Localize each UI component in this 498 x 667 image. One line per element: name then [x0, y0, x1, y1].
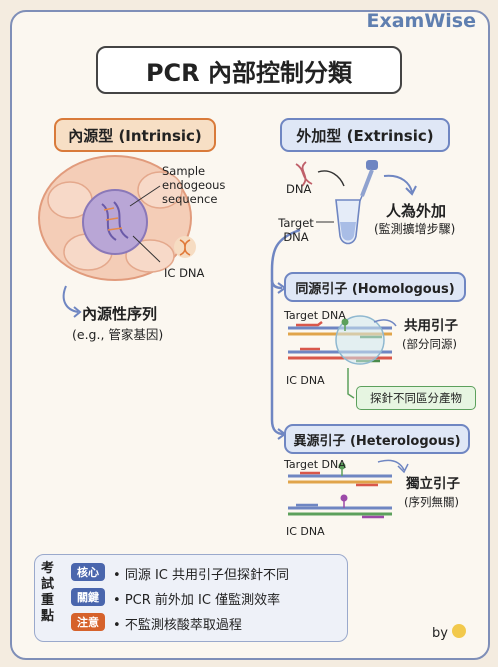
- independent-primer-sub: (序列無關): [404, 495, 459, 509]
- added-title: 人為外加: [386, 202, 447, 220]
- cell-illustration: [38, 155, 192, 281]
- intrinsic-result-title: 內源性序列: [82, 305, 158, 323]
- key-tag-critical: 關鍵: [71, 588, 105, 606]
- extrinsic-label: 外加型 (Extrinsic): [280, 118, 450, 152]
- independent-primer-title: 獨立引子: [406, 476, 460, 492]
- homologous-strands: [288, 315, 392, 365]
- key-tag-core: 核心: [71, 563, 105, 581]
- heterologous-label: 異源引子 (Heterologous): [284, 424, 470, 454]
- dna-icon: [174, 236, 196, 258]
- homologous-target-dna: Target DNA: [284, 309, 346, 322]
- footer-by: by: [432, 626, 448, 641]
- brand-logo: ExamWise: [366, 10, 476, 32]
- homologous-label: 同源引子 (Homologous): [284, 272, 466, 302]
- dna-helix-icon: [295, 161, 313, 187]
- key-points-panel: 考試重點 核心 • 同源 IC 共用引子但探針不同 關鍵 • PCR 前外加 I…: [34, 554, 348, 642]
- key-tag-note: 注意: [71, 613, 105, 631]
- homologous-ic-dna: IC DNA: [286, 374, 325, 387]
- key-points-title: 考試重點: [41, 561, 55, 624]
- heterologous-ic-dna: IC DNA: [286, 525, 325, 538]
- intrinsic-result-sub: (e.g., 管家基因): [72, 327, 164, 342]
- test-tube-icon: [335, 199, 361, 245]
- key-text-core: • 同源 IC 共用引子但探針不同: [113, 568, 289, 583]
- shared-primer-sub: (部分同源): [402, 337, 457, 351]
- intrinsic-label: 內源型 (Intrinsic): [54, 118, 216, 152]
- intrinsic-ic-dna-label: IC DNA: [164, 266, 205, 280]
- banana-icon: [452, 624, 466, 638]
- added-sub: (監測擴增步驟): [374, 222, 456, 236]
- key-text-critical: • PCR 前外加 IC 僅監測效率: [113, 593, 281, 608]
- shared-primer-title: 共用引子: [404, 318, 458, 334]
- extrinsic-target-dna-label: Target DNA: [278, 216, 314, 244]
- key-text-note: • 不監測核酸萃取過程: [113, 618, 242, 633]
- pipette-icon: [358, 160, 378, 204]
- probe-note-box: 探針不同區分產物: [356, 386, 476, 410]
- extrinsic-dna-label: DNA: [286, 182, 312, 196]
- page-title: PCR 內部控制分類: [96, 46, 402, 94]
- heterologous-strands: [288, 462, 392, 519]
- heterologous-target-dna: Target DNA: [284, 458, 346, 471]
- sample-sequence-label: Sample endogeous sequence: [162, 164, 226, 206]
